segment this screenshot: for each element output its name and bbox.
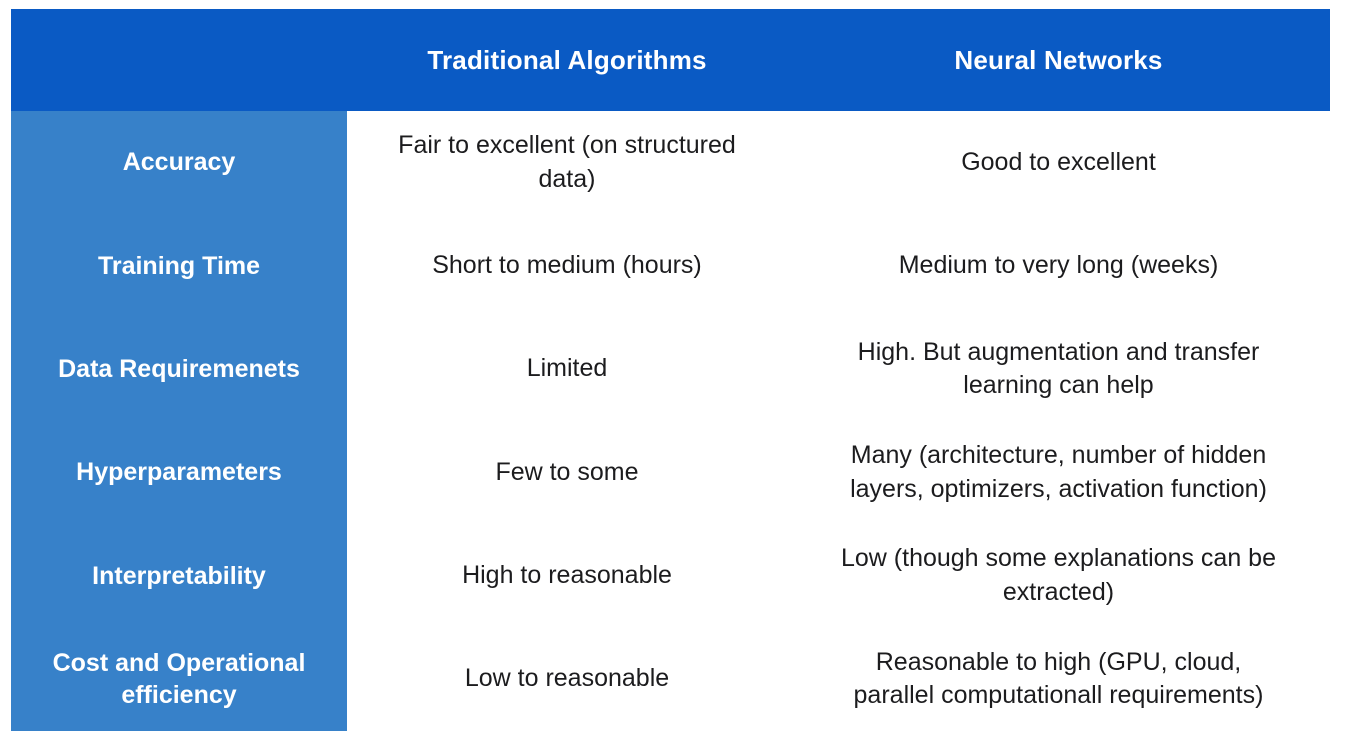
cell-traditional-cost-operational-efficiency: Low to reasonable — [464, 664, 670, 693]
row-label-cost-operational-efficiency: Cost and Operational efficiency — [11, 627, 347, 731]
cell-traditional-training-time: Short to medium (hours) — [432, 251, 702, 280]
header-neural-networks: Neural Networks — [787, 9, 1330, 111]
row-label-data-requirements: Data Requiremenets — [11, 317, 347, 421]
row-label-interpretability: Interpretability — [11, 524, 347, 628]
row-label-accuracy: Accuracy — [11, 111, 347, 215]
cell-neural-interpretability: Low (though some explanations can be ext… — [840, 544, 1276, 606]
row-label-hyperparameters: Hyperparameters — [11, 421, 347, 525]
cell-neural-cost-operational-efficiency: Reasonable to high (GPU, cloud, parallel… — [853, 647, 1264, 710]
header-traditional-algorithms: Traditional Algorithms — [347, 9, 787, 111]
cell-neural-hyperparameters: Many (architecture, number of hidden lay… — [850, 440, 1267, 503]
comparison-table: Traditional Algorithms Neural Networks A… — [11, 9, 1330, 731]
cell-neural-data-requirements: High. But augmentation and transfer lear… — [857, 337, 1260, 400]
header-corner-cell — [11, 9, 347, 111]
cell-neural-accuracy: Good to excellent — [961, 147, 1156, 176]
cell-traditional-interpretability: High to reasonable — [462, 561, 672, 590]
cell-traditional-accuracy: Fair to excellent (on structured data) — [398, 130, 736, 193]
cell-traditional-hyperparameters: Few to some — [495, 457, 639, 486]
row-label-training-time: Training Time — [11, 214, 347, 318]
cell-neural-training-time: Medium to very long (weeks) — [898, 251, 1219, 280]
cell-traditional-data-requirements: Limited — [526, 354, 608, 383]
